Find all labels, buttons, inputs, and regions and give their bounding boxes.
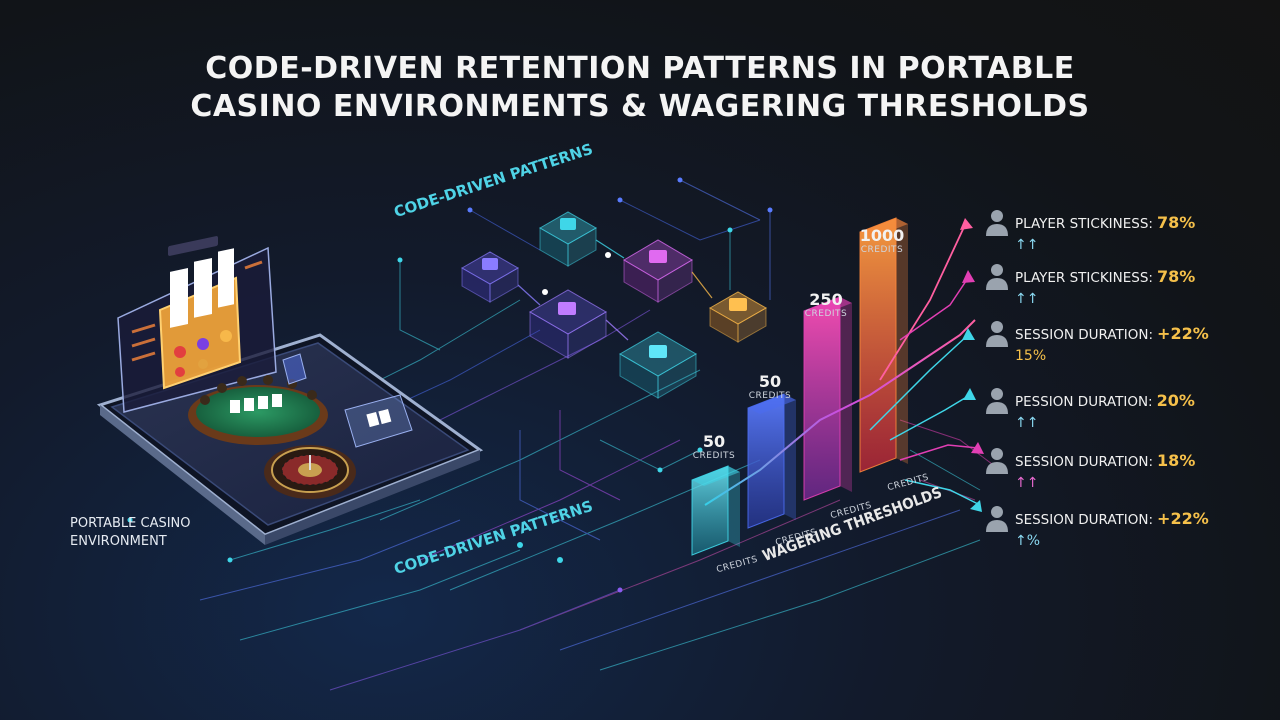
metric-1-label: PLAYER STICKINESS: (1015, 216, 1153, 232)
bar-value-3-unit: CREDITS (804, 309, 848, 319)
metric-1-value: 78% (1156, 213, 1196, 232)
metric-row-6: SESSION DURATION:+22% ↑% (985, 503, 1275, 553)
bar-1-top (692, 466, 740, 486)
metric-4-label: PESSION DURATION: (1015, 394, 1153, 410)
bar-2 (747, 393, 785, 529)
user-icon (986, 506, 1008, 532)
bar-value-2-number: 50 (758, 372, 782, 391)
node-cube-magenta (623, 239, 693, 303)
bar-value-1-number: 50 (702, 432, 726, 451)
metric-6-trend: ↑% (1015, 533, 1041, 549)
portable-casino-label: PORTABLE CASINO ENVIRONMENT (70, 515, 191, 551)
metric-5-trend: ↑↑ (1015, 475, 1039, 491)
bar-3 (803, 296, 841, 501)
bar-value-1: 50 CREDITS (688, 434, 740, 464)
bar-value-1-unit: CREDITS (692, 451, 736, 461)
node-cube-orange (708, 291, 768, 343)
node-cube-cyan (619, 331, 697, 399)
user-icon (986, 264, 1008, 290)
metric-row-1: PLAYER STICKINESS:78% ↑↑ (985, 207, 1275, 257)
bar-4-side (896, 218, 908, 464)
metric-row-5: SESSION DURATION:18% ↑↑ (985, 445, 1275, 495)
playing-card-icon (282, 353, 413, 448)
portable-label-line-1: PORTABLE CASINO (70, 516, 191, 531)
title-line-2: CASINO ENVIRONMENTS & WAGERING THRESHOLD… (190, 89, 1090, 124)
metric-3-label: SESSION DURATION: (1015, 327, 1154, 343)
bar-3-side (840, 297, 852, 492)
circuit-nodes (227, 177, 1003, 593)
trend-lines (704, 218, 984, 512)
bar-2-top (748, 394, 796, 414)
node-cube-teal-top (538, 211, 598, 267)
metric-2-value: 78% (1156, 267, 1196, 286)
bar-value-2-unit: CREDITS (748, 391, 792, 401)
roulette-icon (264, 445, 356, 499)
user-icon (986, 321, 1008, 347)
metric-3-trend: 15% (1015, 348, 1047, 364)
bar-value-4-unit: CREDITS (860, 245, 904, 255)
page-title: CODE-DRIVEN RETENTION PATTERNS IN PORTAB… (0, 50, 1280, 126)
slot-machine-icon (117, 236, 277, 413)
metric-6-label: SESSION DURATION: (1015, 512, 1154, 528)
metric-5-value: 18% (1157, 451, 1196, 470)
metric-5-label: SESSION DURATION: (1015, 454, 1154, 470)
bar-value-4-number: 1000 (859, 226, 905, 245)
node-cube-purple (460, 251, 520, 303)
metric-row-3: SESSION DURATION:+22% 15% (985, 318, 1275, 368)
code-node-cubes (460, 211, 768, 399)
card-table-icon (188, 375, 328, 445)
bar-value-3: 250 CREDITS (800, 292, 852, 322)
bar-3-top (804, 297, 852, 317)
metric-4-trend: ↑↑ (1015, 415, 1039, 431)
user-icon (986, 210, 1008, 236)
circuit-lines (199, 179, 1001, 691)
bar-1-side (728, 466, 740, 547)
metric-row-2: PLAYER STICKINESS:78% ↑↑ (985, 261, 1275, 311)
metric-3-value: +22% (1157, 324, 1209, 343)
bar-4-top (860, 218, 908, 238)
bar-2-side (784, 394, 796, 520)
metric-2-trend: ↑↑ (1015, 291, 1039, 307)
metric-row-4: PESSION DURATION:20% ↑↑ (985, 385, 1275, 435)
bar-value-3-number: 250 (809, 290, 843, 309)
user-icon (986, 388, 1008, 414)
user-icon (986, 448, 1008, 474)
metric-6-value: +22% (1157, 509, 1209, 528)
title-line-1: CODE-DRIVEN RETENTION PATTERNS IN PORTAB… (205, 51, 1075, 86)
bar-value-2: 50 CREDITS (744, 374, 796, 404)
portable-label-line-2: ENVIRONMENT (70, 534, 167, 549)
metric-4-value: 20% (1156, 391, 1195, 410)
metric-1-trend: ↑↑ (1015, 237, 1039, 253)
metric-2-label: PLAYER STICKINESS: (1015, 270, 1153, 286)
wagering-bars (691, 217, 908, 556)
node-cube-violet (529, 289, 607, 359)
bar-value-4: 1000 CREDITS (855, 228, 909, 258)
